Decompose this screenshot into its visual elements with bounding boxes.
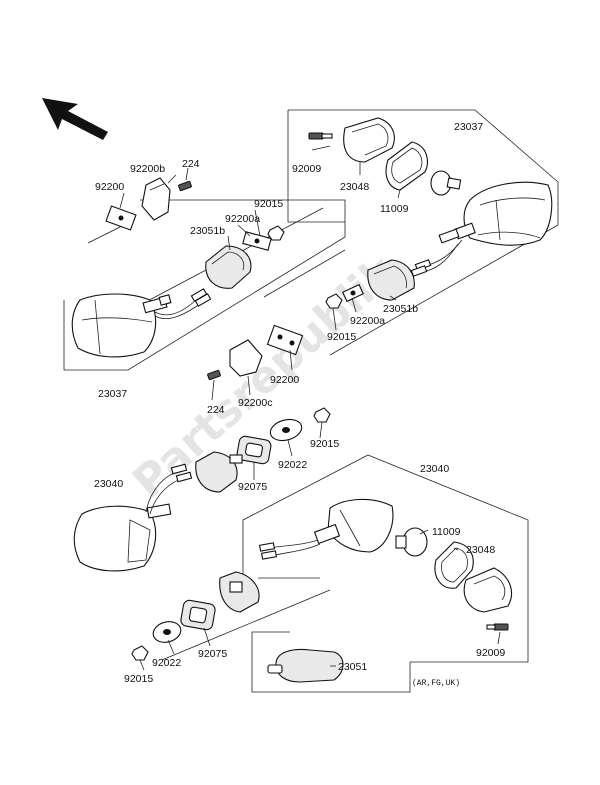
nut-92015-right (325, 293, 343, 309)
lens-23048-top (343, 117, 395, 163)
watermark: Partsrepublik (123, 245, 407, 508)
label-92200b: 92200b (130, 163, 165, 175)
turn-signal-left-rear (73, 463, 193, 572)
label-23040-left: 23040 (94, 478, 123, 490)
bracket-92200a-right (341, 283, 365, 303)
label-92200-left: 92200 (95, 181, 124, 193)
socket-23051-frame (251, 631, 411, 693)
turn-signal-left-front (71, 288, 212, 358)
nut-92015-c (313, 407, 331, 423)
nut-92015-bottom (131, 645, 149, 661)
label-92075-bottom: 92075 (198, 648, 227, 660)
bracket-92200-mid (266, 324, 304, 356)
grommet-92075-bottom (180, 599, 216, 631)
washer-92022-mid (269, 418, 303, 442)
label-92200a-right: 92200a (350, 315, 385, 327)
label-23037-top: 23037 (454, 121, 483, 133)
grommet-92075-mid (236, 435, 272, 465)
clip-92200c (229, 339, 263, 377)
socket-23051b-left (205, 245, 252, 289)
socket-23051b-right (367, 259, 415, 301)
bracket-92200-left (105, 205, 137, 231)
socket-bottom-left (219, 571, 260, 613)
label-23051b-left: 23051b (190, 225, 225, 237)
label-23037-left: 23037 (98, 388, 127, 400)
lens-23048-bottom (463, 567, 512, 613)
label-92022-bottom: 92022 (152, 657, 181, 669)
label-23040-right: 23040 (420, 463, 449, 475)
label-92015-a: 92015 (254, 198, 283, 210)
socket-23051 (267, 648, 344, 683)
label-224-top: 224 (182, 158, 200, 170)
label-92022-mid: 92022 (278, 459, 307, 471)
label-92200-mid: 92200 (270, 374, 299, 386)
leader-lines (119, 145, 501, 671)
label-92015-b: 92015 (327, 331, 356, 343)
clip-92200b (141, 177, 171, 221)
nut-92015-a (267, 225, 285, 241)
region-note: (AR,FG,UK) (412, 679, 460, 688)
screw-92009-top (308, 132, 333, 140)
label-92200a-left: 92200a (225, 213, 260, 225)
label-92009-top: 92009 (292, 163, 321, 175)
part-labels: 23037 92009 23048 11009 92200b 224 92200… (94, 121, 505, 688)
label-92015-bottom: 92015 (124, 673, 153, 685)
screw-224-mid (207, 369, 221, 381)
label-23051b-right: 23051b (383, 303, 418, 315)
bulb-icon-bottom (395, 527, 428, 557)
bracket-92200a-left (242, 231, 272, 251)
front-direction-arrow-icon (42, 98, 108, 140)
washer-92022-bottom (152, 621, 182, 643)
socket-mid-left (195, 451, 243, 493)
label-92015-c: 92015 (310, 438, 339, 450)
bulb-icon-top (430, 170, 462, 196)
label-224-mid: 224 (207, 404, 225, 416)
screw-224-top (178, 180, 192, 192)
label-92075-mid: 92075 (238, 481, 267, 493)
label-92200c: 92200c (238, 397, 272, 409)
label-92009-bottom: 92009 (476, 647, 505, 659)
label-23051: 23051 (338, 661, 367, 673)
gasket-11009-bottom (434, 541, 474, 589)
screw-92009-bottom (486, 623, 509, 631)
label-23048-top: 23048 (340, 181, 369, 193)
assembly-frame-bottom-right (161, 454, 529, 663)
turn-signal-right-front (410, 181, 553, 277)
assembly-frame-top-right (263, 109, 559, 356)
label-23048-bottom: 23048 (466, 544, 495, 556)
gasket-11009-top (385, 141, 428, 191)
turn-signal-right-rear (258, 498, 394, 560)
label-11009-bottom: 11009 (432, 526, 461, 538)
label-11009-top: 11009 (380, 203, 409, 215)
